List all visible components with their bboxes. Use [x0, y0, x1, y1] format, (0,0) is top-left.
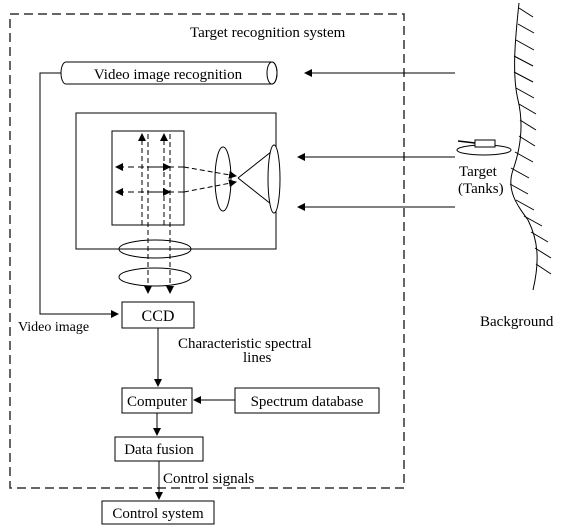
spectral-label-line1: Characteristic spectral — [178, 336, 312, 352]
control-system-box — [101, 500, 215, 525]
system-boundary — [9, 13, 405, 489]
video-recognition-cylinder: Video image recognition — [60, 61, 278, 85]
target-sub-label: (Tanks) — [458, 181, 504, 197]
internal-light-paths — [115, 163, 237, 196]
lens-upper — [118, 239, 192, 259]
spectral-label-line2: lines — [243, 350, 271, 366]
target-label: Target — [459, 164, 498, 180]
computer-box — [121, 387, 193, 414]
data-fusion-box — [114, 436, 204, 462]
background-label: Background — [480, 314, 554, 330]
background-terrain-icon — [509, 2, 552, 291]
lens-lower — [118, 267, 192, 287]
computer-label: Computer — [127, 394, 187, 410]
video-recognition-label: Video image recognition — [94, 67, 243, 83]
ccd-label: CCD — [142, 308, 175, 325]
spectrum-db-label: Spectrum database — [251, 394, 364, 410]
video-image-label: Video image — [18, 320, 89, 335]
data-fusion-label: Data fusion — [124, 442, 194, 458]
collecting-optics-cone — [214, 144, 281, 214]
vertical-light-paths — [138, 133, 174, 294]
control-signals-label: Control signals — [163, 471, 254, 487]
spectrum-db-box — [234, 387, 380, 414]
video-image-line — [39, 72, 119, 318]
system-title: Target recognition system — [190, 25, 346, 41]
control-system-label: Control system — [112, 506, 204, 522]
tank-icon — [456, 139, 512, 156]
